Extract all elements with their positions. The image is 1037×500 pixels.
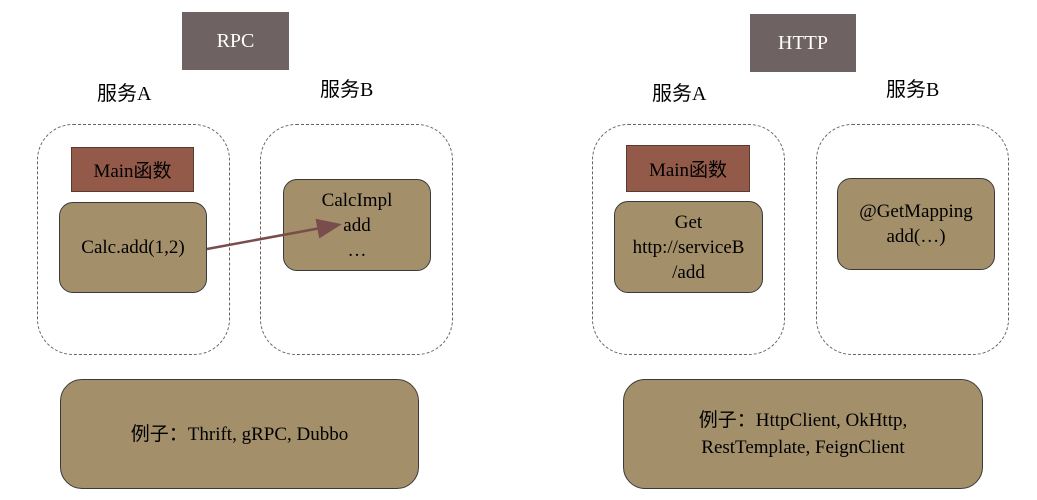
http-title: HTTP <box>750 14 856 72</box>
http-service-b-container <box>816 124 1009 355</box>
rpc-service-b-label: 服务B <box>320 79 374 101</box>
rpc-title: RPC <box>182 12 289 70</box>
rpc-call-text: Calc.add(1,2) <box>81 237 185 258</box>
http-example-line-1: 例子：HttpClient, OkHttp, <box>698 410 908 431</box>
http-request-box: Get http://serviceB /add <box>614 201 763 293</box>
http-request-line-3: /add <box>672 261 705 283</box>
rpc-call-box: Calc.add(1,2) <box>59 202 207 293</box>
http-mapping-box: @GetMapping add(…) <box>837 178 995 270</box>
rpc-impl-line-3: … <box>347 239 367 261</box>
http-service-b-label: 服务B <box>886 79 940 101</box>
http-mapping-line-1: @GetMapping <box>859 201 973 222</box>
rpc-main-function-box: Main函数 <box>71 147 194 192</box>
rpc-example-box: 例子：Thrift, gRPC, Dubbo <box>60 379 419 489</box>
http-service-a-container <box>592 124 785 355</box>
http-main-function-box: Main函数 <box>626 145 750 192</box>
rpc-example-text: 例子：Thrift, gRPC, Dubbo <box>130 423 349 445</box>
http-request-line-2: http://serviceB <box>632 236 745 258</box>
rpc-impl-line-2: add <box>343 214 371 236</box>
rpc-service-a-label: 服务A <box>97 83 152 105</box>
http-example-box: 例子：HttpClient, OkHttp, RestTemplate, Fei… <box>623 379 983 489</box>
rpc-impl-line-1: CalcImpl <box>321 189 393 211</box>
http-service-a-label: 服务A <box>652 83 707 105</box>
http-example-line-2: RestTemplate, FeignClient <box>701 437 905 458</box>
http-mapping-line-2: add(…) <box>886 226 946 247</box>
rpc-impl-box: CalcImpl add … <box>283 179 431 271</box>
http-request-line-1: Get <box>674 211 703 233</box>
